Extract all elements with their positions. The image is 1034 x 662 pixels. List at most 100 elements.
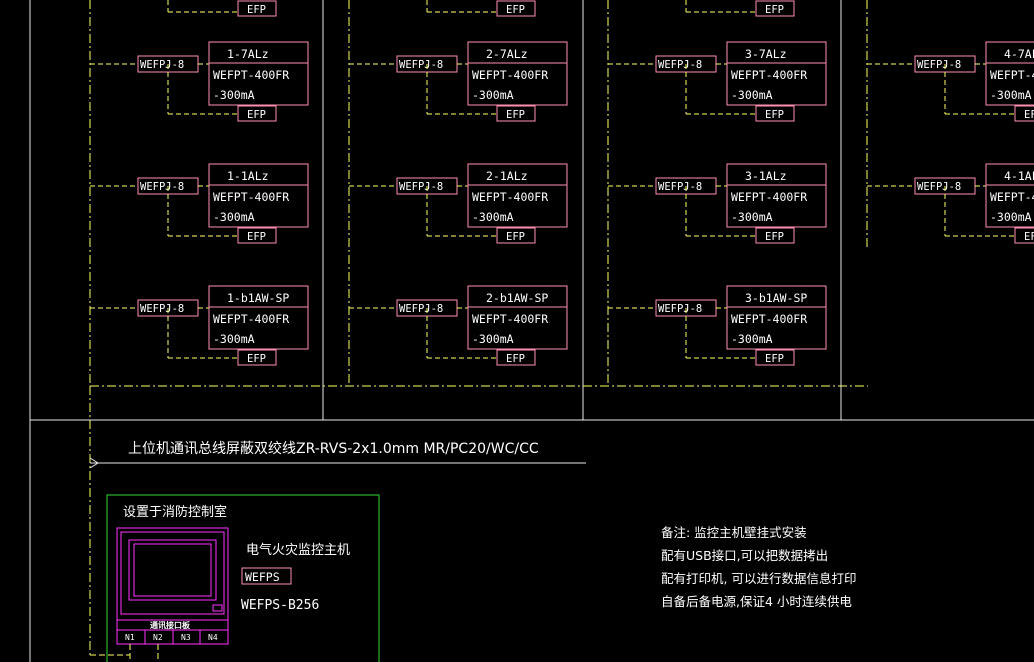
module-1-1-sensor: WEFPJ-8 [140,59,184,71]
module-4-2-model: WEFPT-400FR [990,190,1034,204]
module-1-3-model: WEFPT-400FR [213,312,289,326]
top-efp-box-1 [237,0,277,17]
module-4-2-current: -300mA [990,210,1032,224]
module-4-1-name: 4-7ALz [1004,47,1034,61]
module-2-3-efp: EFP [506,353,525,365]
module-4-1-current: -300mA [990,88,1032,102]
module-1-1-current: -300mA [213,88,255,102]
control-room-title: 设置于消防控制室 [123,504,227,520]
note-line-1: 备注: 监控主机壁挂式安装 [661,525,807,540]
module-3-2-name: 3-1ALz [745,169,787,183]
host-tag-box [241,567,292,585]
module-2-2-sensor: WEFPJ-8 [399,181,443,193]
module-4-1-sensor: WEFPJ-8 [917,59,961,71]
module-1-3-box [208,285,309,350]
bus-wiring [89,385,868,655]
module-1-2-box [208,163,309,228]
host-model: WEFPS-B256 [241,598,319,613]
note-line-4: 自备后备电源,保证4 小时连续供电 [661,594,852,609]
module-4-1-model: WEFPT-400FR [990,68,1034,82]
module-4-2-name: 4-1ALz [1004,169,1034,183]
module-3-2-model: WEFPT-400FR [731,190,807,204]
module-2-1-efp-box [496,105,536,122]
module-1-1-name: 1-7ALz [227,47,269,61]
module-3-1-efp: EFP [765,109,784,121]
module-4-2-efp-box [1014,227,1034,244]
module-4-1-efp: EFP [1024,109,1034,121]
module-1-3-name: 1-b1AW-SP [227,291,289,305]
top-efp-label-2: EFP [506,4,525,16]
control-room-box: 设置于消防控制室 通讯接口板 N1 N2 N3 N4 电气火灾监控主机 WEFP… [90,494,380,662]
module-1-1-model: WEFPT-400FR [213,68,289,82]
note-line-2: 配有USB接口,可以把数据拷出 [661,548,828,563]
port-n4: N4 [208,633,218,642]
module-2-1-efp: EFP [506,109,525,121]
module-2-2-current: -300mA [472,210,514,224]
module-2-2-box [467,163,568,228]
port-n1: N1 [125,633,135,642]
module-2-3-current: -300mA [472,332,514,346]
module-1-2-efp-box [237,227,277,244]
host-screen-inner [133,543,212,597]
frame-lines [29,0,1034,662]
module-3-2-current: -300mA [731,210,773,224]
module-2-3-box [467,285,568,350]
module-4-2-efp: EFP [1024,231,1034,243]
host-screen [128,539,217,601]
monitor-host-icon [116,527,229,645]
control-room-border [106,494,380,662]
module-1-1-efp: EFP [247,109,266,121]
module-2-3-efp-box [496,349,536,366]
module-2-2-efp: EFP [506,231,525,243]
module-3-3-current: -300mA [731,332,773,346]
host-bezel [120,531,225,615]
module-3-2-efp-box [755,227,795,244]
bus-arrow-icon [89,457,99,469]
top-efp-box-3 [755,0,795,17]
module-2-1-current: -300mA [472,88,514,102]
module-1-3-efp-box [237,349,277,366]
module-3-3-efp: EFP [765,353,784,365]
module-1-1-efp-box [237,105,277,122]
module-2-1-box [467,41,568,106]
note-line-3: 配有打印机, 可以进行数据信息打印 [661,571,856,586]
module-3-1-model: WEFPT-400FR [731,68,807,82]
module-4-1-efp-box [1014,105,1034,122]
module-2-3-model: WEFPT-400FR [472,312,548,326]
module-2-1-sensor: WEFPJ-8 [399,59,443,71]
port-n2: N2 [153,633,163,642]
host-name: 电气火灾监控主机 [246,542,350,558]
port-n3: N3 [181,633,191,642]
module-1-2-name: 1-1ALz [227,169,269,183]
module-3-1-name: 3-7ALz [745,47,787,61]
module-3-3-sensor: WEFPJ-8 [658,303,702,315]
module-2-2-efp-box [496,227,536,244]
host-led-icon [212,604,223,612]
module-1-1-box [208,41,309,106]
module-3-2-efp: EFP [765,231,784,243]
module-3-2-box [726,163,827,228]
module-3-1-efp-box [755,105,795,122]
module-3-3-model: WEFPT-400FR [731,312,807,326]
module-2-1-model: WEFPT-400FR [472,68,548,82]
top-efp-box-2 [496,0,536,17]
module-3-3-efp-box [755,349,795,366]
module-2-3-sensor: WEFPJ-8 [399,303,443,315]
top-efp-label-3: EFP [765,4,784,16]
module-4-2-sensor: WEFPJ-8 [917,181,961,193]
module-3-1-box [726,41,827,106]
host-tag: WEFPS [245,570,280,584]
top-efp-label-1: EFP [247,4,266,16]
module-4-2-box [985,163,1034,228]
module-1-2-sensor: WEFPJ-8 [140,181,184,193]
port-board-label: 通讯接口板 [150,620,191,630]
module-3-3-box [726,285,827,350]
module-1-2-model: WEFPT-400FR [213,190,289,204]
module-2-2-model: WEFPT-400FR [472,190,548,204]
module-1-3-sensor: WEFPJ-8 [140,303,184,315]
module-1-2-efp: EFP [247,231,266,243]
notes-block: 备注: 监控主机壁挂式安装 配有USB接口,可以把数据拷出 配有打印机, 可以进… [661,525,856,609]
module-2-1-name: 2-7ALz [486,47,528,61]
